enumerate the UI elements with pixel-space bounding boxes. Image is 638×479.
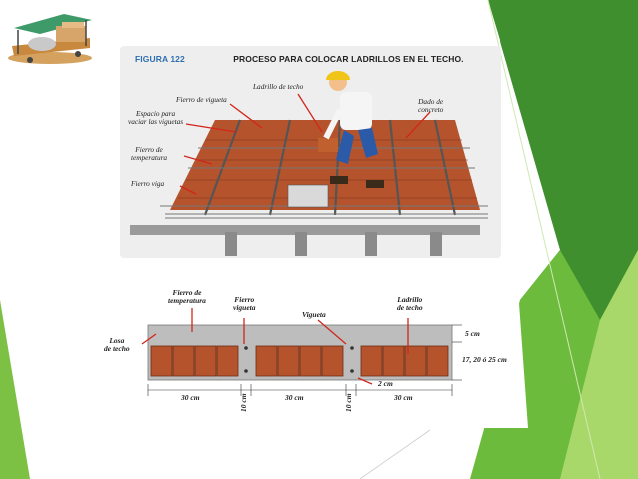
brick-groups: [150, 345, 449, 377]
section-label-losa-techo: Losa de techo: [104, 336, 130, 353]
figure-header: FIGURA 122 PROCESO PARA COLOCAR LADRILLO…: [135, 54, 464, 64]
dimension-heights: 17, 20 ó 25 cm: [462, 355, 507, 364]
section-label-fierro-vigueta: Fierro vigueta: [233, 295, 256, 312]
dimension-span-2: 30 cm: [285, 393, 304, 402]
decorative-thin-line-2: [359, 429, 431, 479]
label-dado-concreto: Dado de concreto: [418, 97, 444, 114]
label-espacio-viguetas: Espacio para vaciar las viguetas: [128, 109, 184, 126]
dimension-rib-1: 10 cm: [239, 393, 248, 412]
dimension-2cm: 2 cm: [378, 379, 393, 388]
dimension-rib-2: 10 cm: [344, 393, 353, 412]
decorative-thin-line: [487, 0, 601, 479]
dimension-5cm: 5 cm: [465, 329, 480, 338]
section-label-ladrillo-techo: Ladrillo de techo: [397, 295, 423, 312]
figure-title: PROCESO PARA COLOCAR LADRILLOS EN EL TEC…: [233, 54, 464, 64]
figure-number: FIGURA 122: [135, 54, 185, 64]
label-fierro-viga: Fierro viga: [131, 179, 165, 188]
brick-deck: [170, 120, 480, 210]
label-fierro-vigueta: Fierro de vigueta: [176, 95, 227, 104]
cart-icon: [8, 14, 92, 64]
dimension-span-3: 30 cm: [394, 393, 413, 402]
label-fierro-temperatura: Fierro de temperatura: [131, 145, 168, 162]
right-green-light-panel: [560, 250, 638, 479]
dimension-span-1: 30 cm: [181, 393, 200, 402]
label-ladrillo-techo: Ladrillo de techo: [253, 82, 304, 91]
section-label-vigueta: Vigueta: [302, 310, 326, 319]
worker-figure: [318, 71, 384, 188]
section-label-fierro-temperatura: Fierro de temperatura: [168, 288, 206, 305]
left-green-accent: [0, 300, 30, 479]
